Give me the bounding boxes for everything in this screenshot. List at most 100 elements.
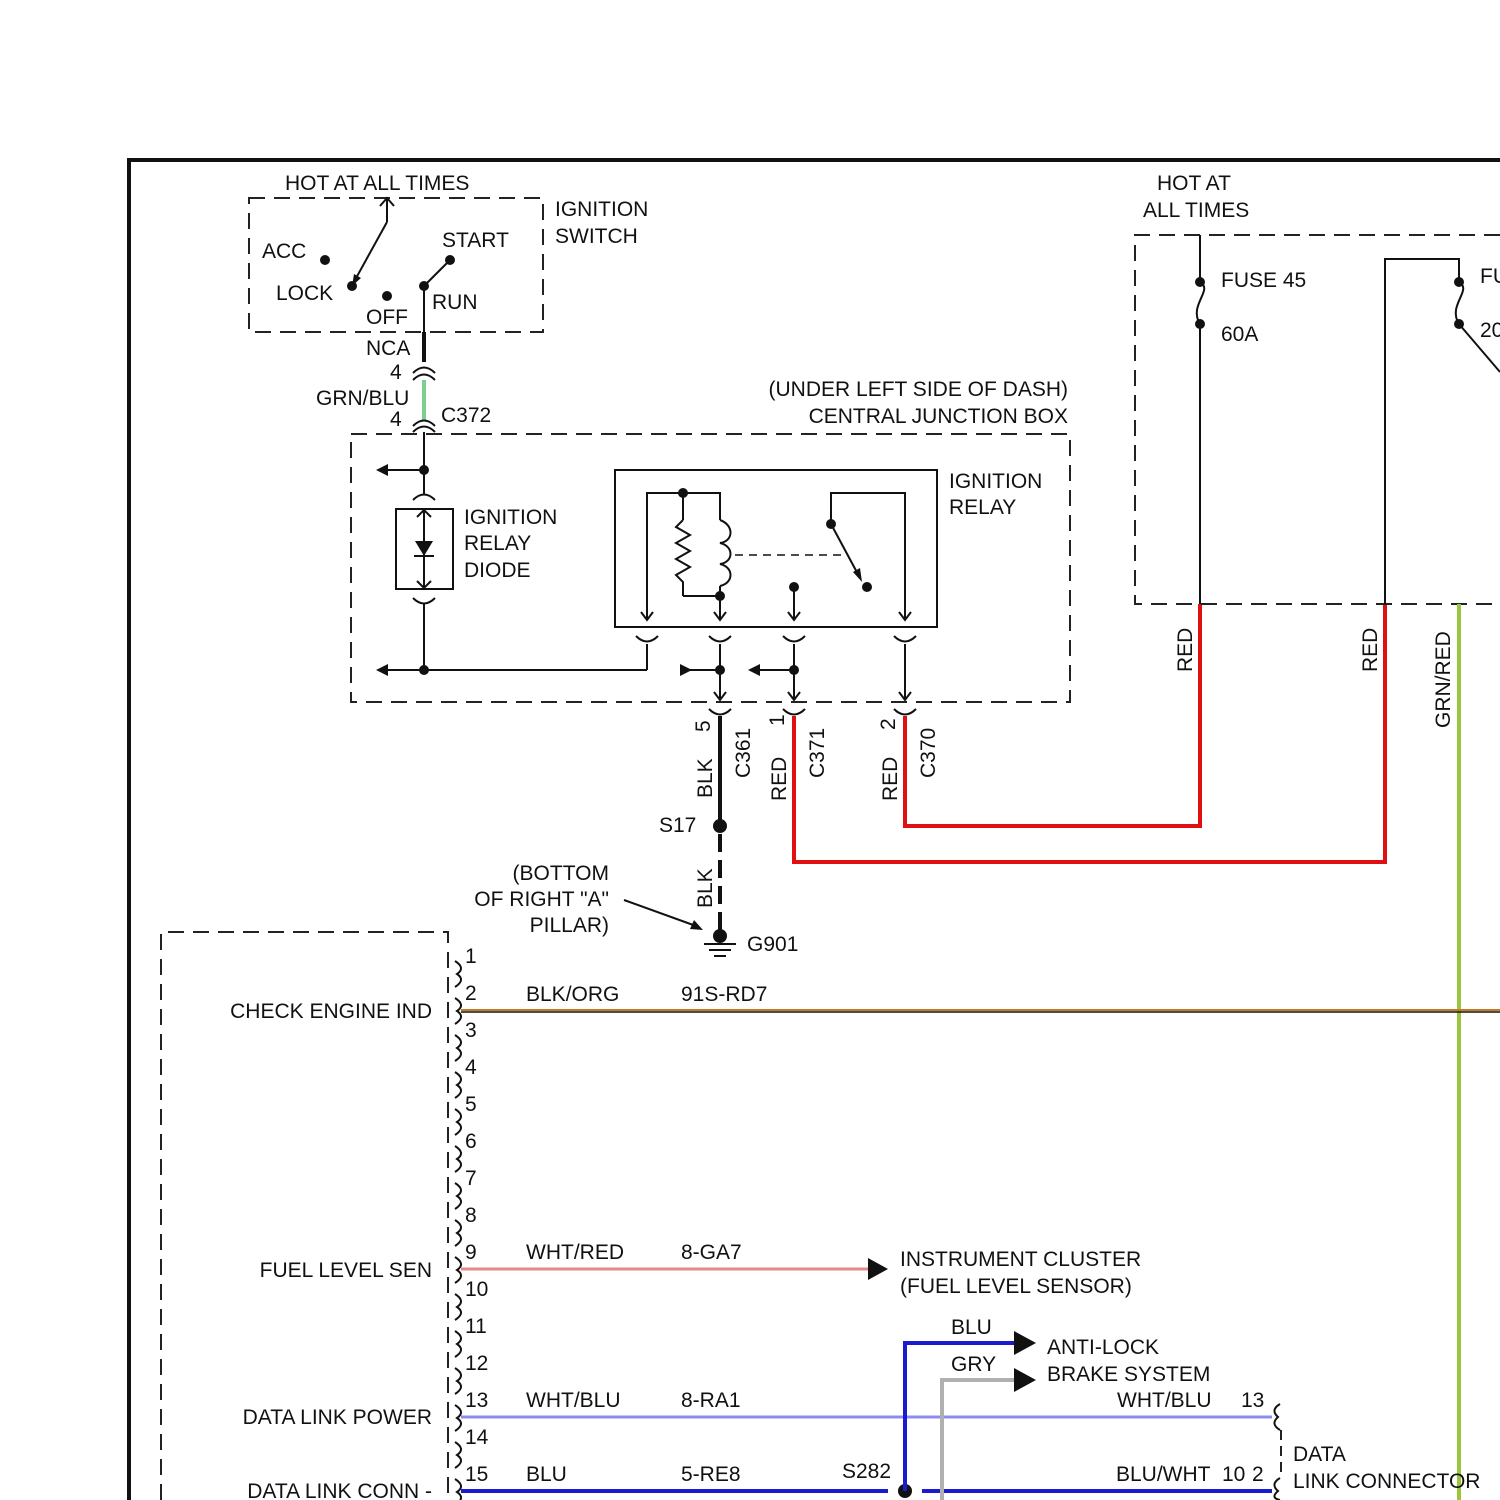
arrow-instrument-cluster (868, 1258, 888, 1280)
module-pin-connector (455, 1146, 461, 1172)
module-pin-connector (455, 1035, 461, 1061)
module-pin-number: 10 (465, 1278, 488, 1301)
module-pin-connector (455, 1072, 461, 1098)
abs-blu-label: BLU (951, 1316, 992, 1339)
diode-label-1: IGNITION (464, 506, 557, 529)
pos-lock-label: LOCK (276, 282, 333, 305)
c371-wire-label: RED (768, 757, 791, 801)
wire-red-c371 (794, 604, 1385, 862)
ignition-supply-label: HOT AT ALL TIMES (285, 172, 469, 195)
module-pin-number: 3 (465, 1019, 477, 1042)
arrow-left-top (376, 464, 388, 476)
dlc-pin-2: 2 (1252, 1463, 1264, 1486)
fuel-level-wire: WHT/RED (526, 1241, 624, 1264)
module-pin-number: 7 (465, 1167, 477, 1190)
module-pin-number: 11 (465, 1315, 487, 1338)
module-pin-number: 9 (465, 1241, 477, 1264)
data-link-power-label: DATA LINK POWER (243, 1406, 432, 1429)
nca-label: NCA (366, 337, 410, 360)
c370-wire-label: RED (879, 757, 902, 801)
module-pin-connector (455, 1479, 461, 1500)
relay-label-2: RELAY (949, 496, 1016, 519)
junction-location: (UNDER LEFT SIDE OF DASH) (769, 378, 1068, 401)
switch-arm (355, 222, 387, 280)
module-pin-number: 4 (465, 1056, 477, 1079)
module-pin-connector (455, 1183, 461, 1209)
module-pin-connector (455, 1442, 461, 1468)
c372-pin-bottom: 4 (390, 408, 402, 431)
diode-label-3: DIODE (464, 559, 531, 582)
arrow-left-bottom (376, 664, 388, 676)
dlc-label-1: DATA (1293, 1443, 1346, 1466)
c361-wire-label: BLK (694, 758, 717, 798)
relay-label-1: IGNITION (949, 470, 1042, 493)
fuse-45-rating: 60A (1221, 323, 1258, 346)
wire-gry-abs (942, 1380, 1016, 1500)
fuse-2-symbol (1456, 282, 1464, 324)
diode-symbol (415, 541, 433, 556)
fuse-45-name: FUSE 45 (1221, 269, 1306, 292)
abs-label-2: BRAKE SYSTEM (1047, 1363, 1210, 1386)
module-pin-connector (455, 1294, 461, 1320)
dlc-blu-wht: BLU/WHT (1116, 1463, 1211, 1486)
c370-connector: C370 (917, 728, 940, 778)
acc-contact (320, 255, 330, 265)
abs-gry-label: GRY (951, 1353, 996, 1376)
fuse-supply-2: ALL TIMES (1143, 199, 1249, 222)
fuse-wire-3-label: GRN/RED (1432, 631, 1455, 728)
pos-off-label: OFF (366, 306, 408, 329)
module-pin-connector (455, 1405, 461, 1431)
module-pin-number: 15 (465, 1463, 488, 1486)
module-pin-number: 1 (465, 945, 477, 968)
module-pin-number: 14 (465, 1426, 489, 1449)
pos-start-label: START (442, 229, 509, 252)
module-pin-number: 5 (465, 1093, 477, 1116)
fuel-level-circuit: 8-GA7 (681, 1241, 742, 1264)
data-link-connector: WHT/BLU 13 BLU/WHT 10 2 DATA LINK CONNEC… (1116, 1389, 1480, 1500)
module: 123456789101112131415 CHECK ENGINE IND B… (161, 932, 1500, 1500)
ground-location-1: (BOTTOM (513, 862, 609, 885)
pos-acc-label: ACC (262, 240, 306, 263)
splice-s17 (713, 819, 727, 833)
c372-connector: NCA 4 GRN/BLU 4 C372 (316, 332, 491, 432)
relay-output-wiring: 5 BLK C361 1 RED C371 2 RED C370 (692, 604, 1385, 862)
module-pin-connector (455, 961, 461, 987)
off-contact (382, 291, 392, 301)
data-link-power-wire: WHT/BLU (526, 1389, 621, 1412)
instrument-cluster-label-1: INSTRUMENT CLUSTER (900, 1248, 1141, 1271)
dlc-pin-10: 10 (1222, 1463, 1245, 1486)
fuse-2-name: FU (1480, 265, 1500, 288)
relay-resistor (676, 520, 690, 596)
ignition-switch-title-2: SWITCH (555, 225, 638, 248)
data-link-conn-circuit: 5-RE8 (681, 1463, 741, 1486)
s282-label: S282 (842, 1460, 891, 1483)
c370-pin: 2 (877, 718, 900, 730)
ground-location-2: OF RIGHT "A" (474, 888, 609, 911)
check-engine-circuit: 91S-RD7 (681, 983, 767, 1006)
module-pin-number: 2 (465, 982, 477, 1005)
module-pin-connector (455, 1109, 461, 1135)
central-junction-box: (UNDER LEFT SIDE OF DASH) CENTRAL JUNCTI… (351, 378, 1070, 715)
module-pin-number: 13 (465, 1389, 488, 1412)
module-pin-connector (455, 1220, 461, 1246)
arrow-to-relay-c361 (680, 664, 692, 676)
junction-name: CENTRAL JUNCTION BOX (809, 405, 1068, 428)
dlc-wht-blu: WHT/BLU (1117, 1389, 1212, 1412)
data-link-power-circuit: 8-RA1 (681, 1389, 741, 1412)
fuel-level-label: FUEL LEVEL SEN (260, 1259, 432, 1282)
module-pin-number: 6 (465, 1130, 477, 1153)
module-pin-connector (455, 1331, 461, 1357)
dlc-label-2: LINK CONNECTOR (1293, 1470, 1480, 1493)
fuse-2-rating: 20 (1480, 319, 1500, 342)
ground-g901: S17 BLK (BOTTOM OF RIGHT "A" PILLAR) G90… (474, 814, 798, 956)
abs-label-1: ANTI-LOCK (1047, 1336, 1159, 1359)
diode-label-2: RELAY (464, 532, 531, 555)
module-pin-number: 12 (465, 1352, 488, 1375)
check-engine-wire: BLK/ORG (526, 983, 619, 1006)
g901-label: G901 (747, 933, 798, 956)
instrument-cluster-label-2: (FUEL LEVEL SENSOR) (900, 1275, 1132, 1298)
ground-location-3: PILLAR) (530, 914, 609, 937)
data-link-conn-wire: BLU (526, 1463, 567, 1486)
dlc-pin-13: 13 (1241, 1389, 1264, 1412)
